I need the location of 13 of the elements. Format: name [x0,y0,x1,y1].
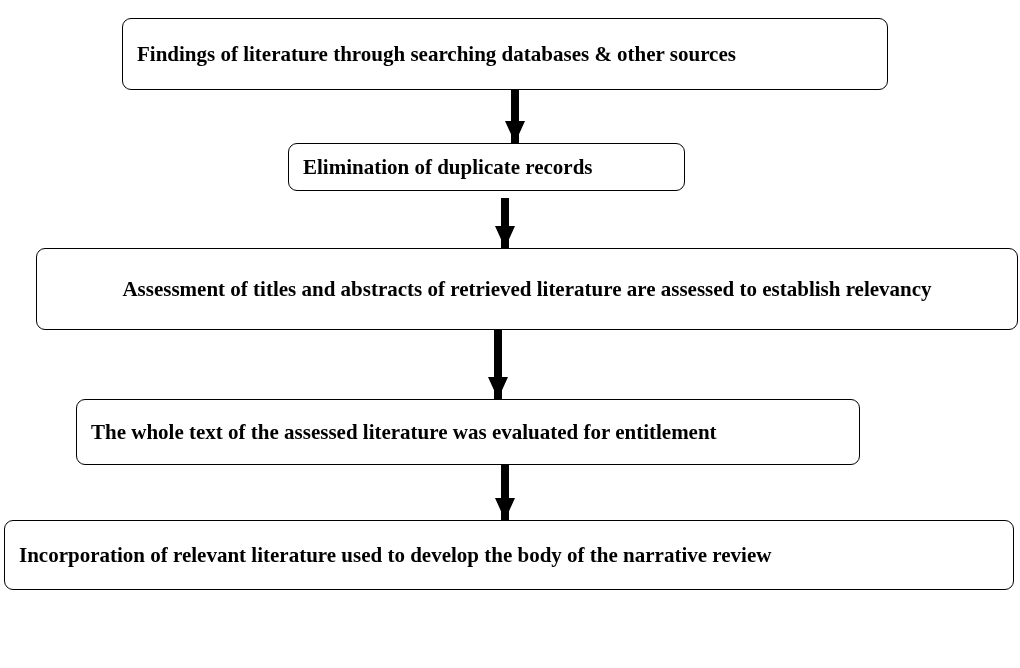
process-box [4,520,1014,590]
step-text: Elimination of duplicate records [303,153,594,181]
process-box [36,248,1018,330]
process-box [122,18,888,90]
step-text: Assessment of titles and abstracts of retrieved literature are assessed to establish relevancy [121,275,933,303]
step-text: The whole text of the assessed literature was evaluated for entitlement [91,418,718,446]
process-box [76,399,860,465]
process-box [288,143,685,191]
arrow [495,465,515,520]
step-text: Incorporation of relevant literature used to develop the body of the narrative review [19,541,773,569]
arrow [488,330,508,399]
step-text: Findings of literature through searching databases & other sources [137,40,737,68]
arrow [505,90,525,143]
